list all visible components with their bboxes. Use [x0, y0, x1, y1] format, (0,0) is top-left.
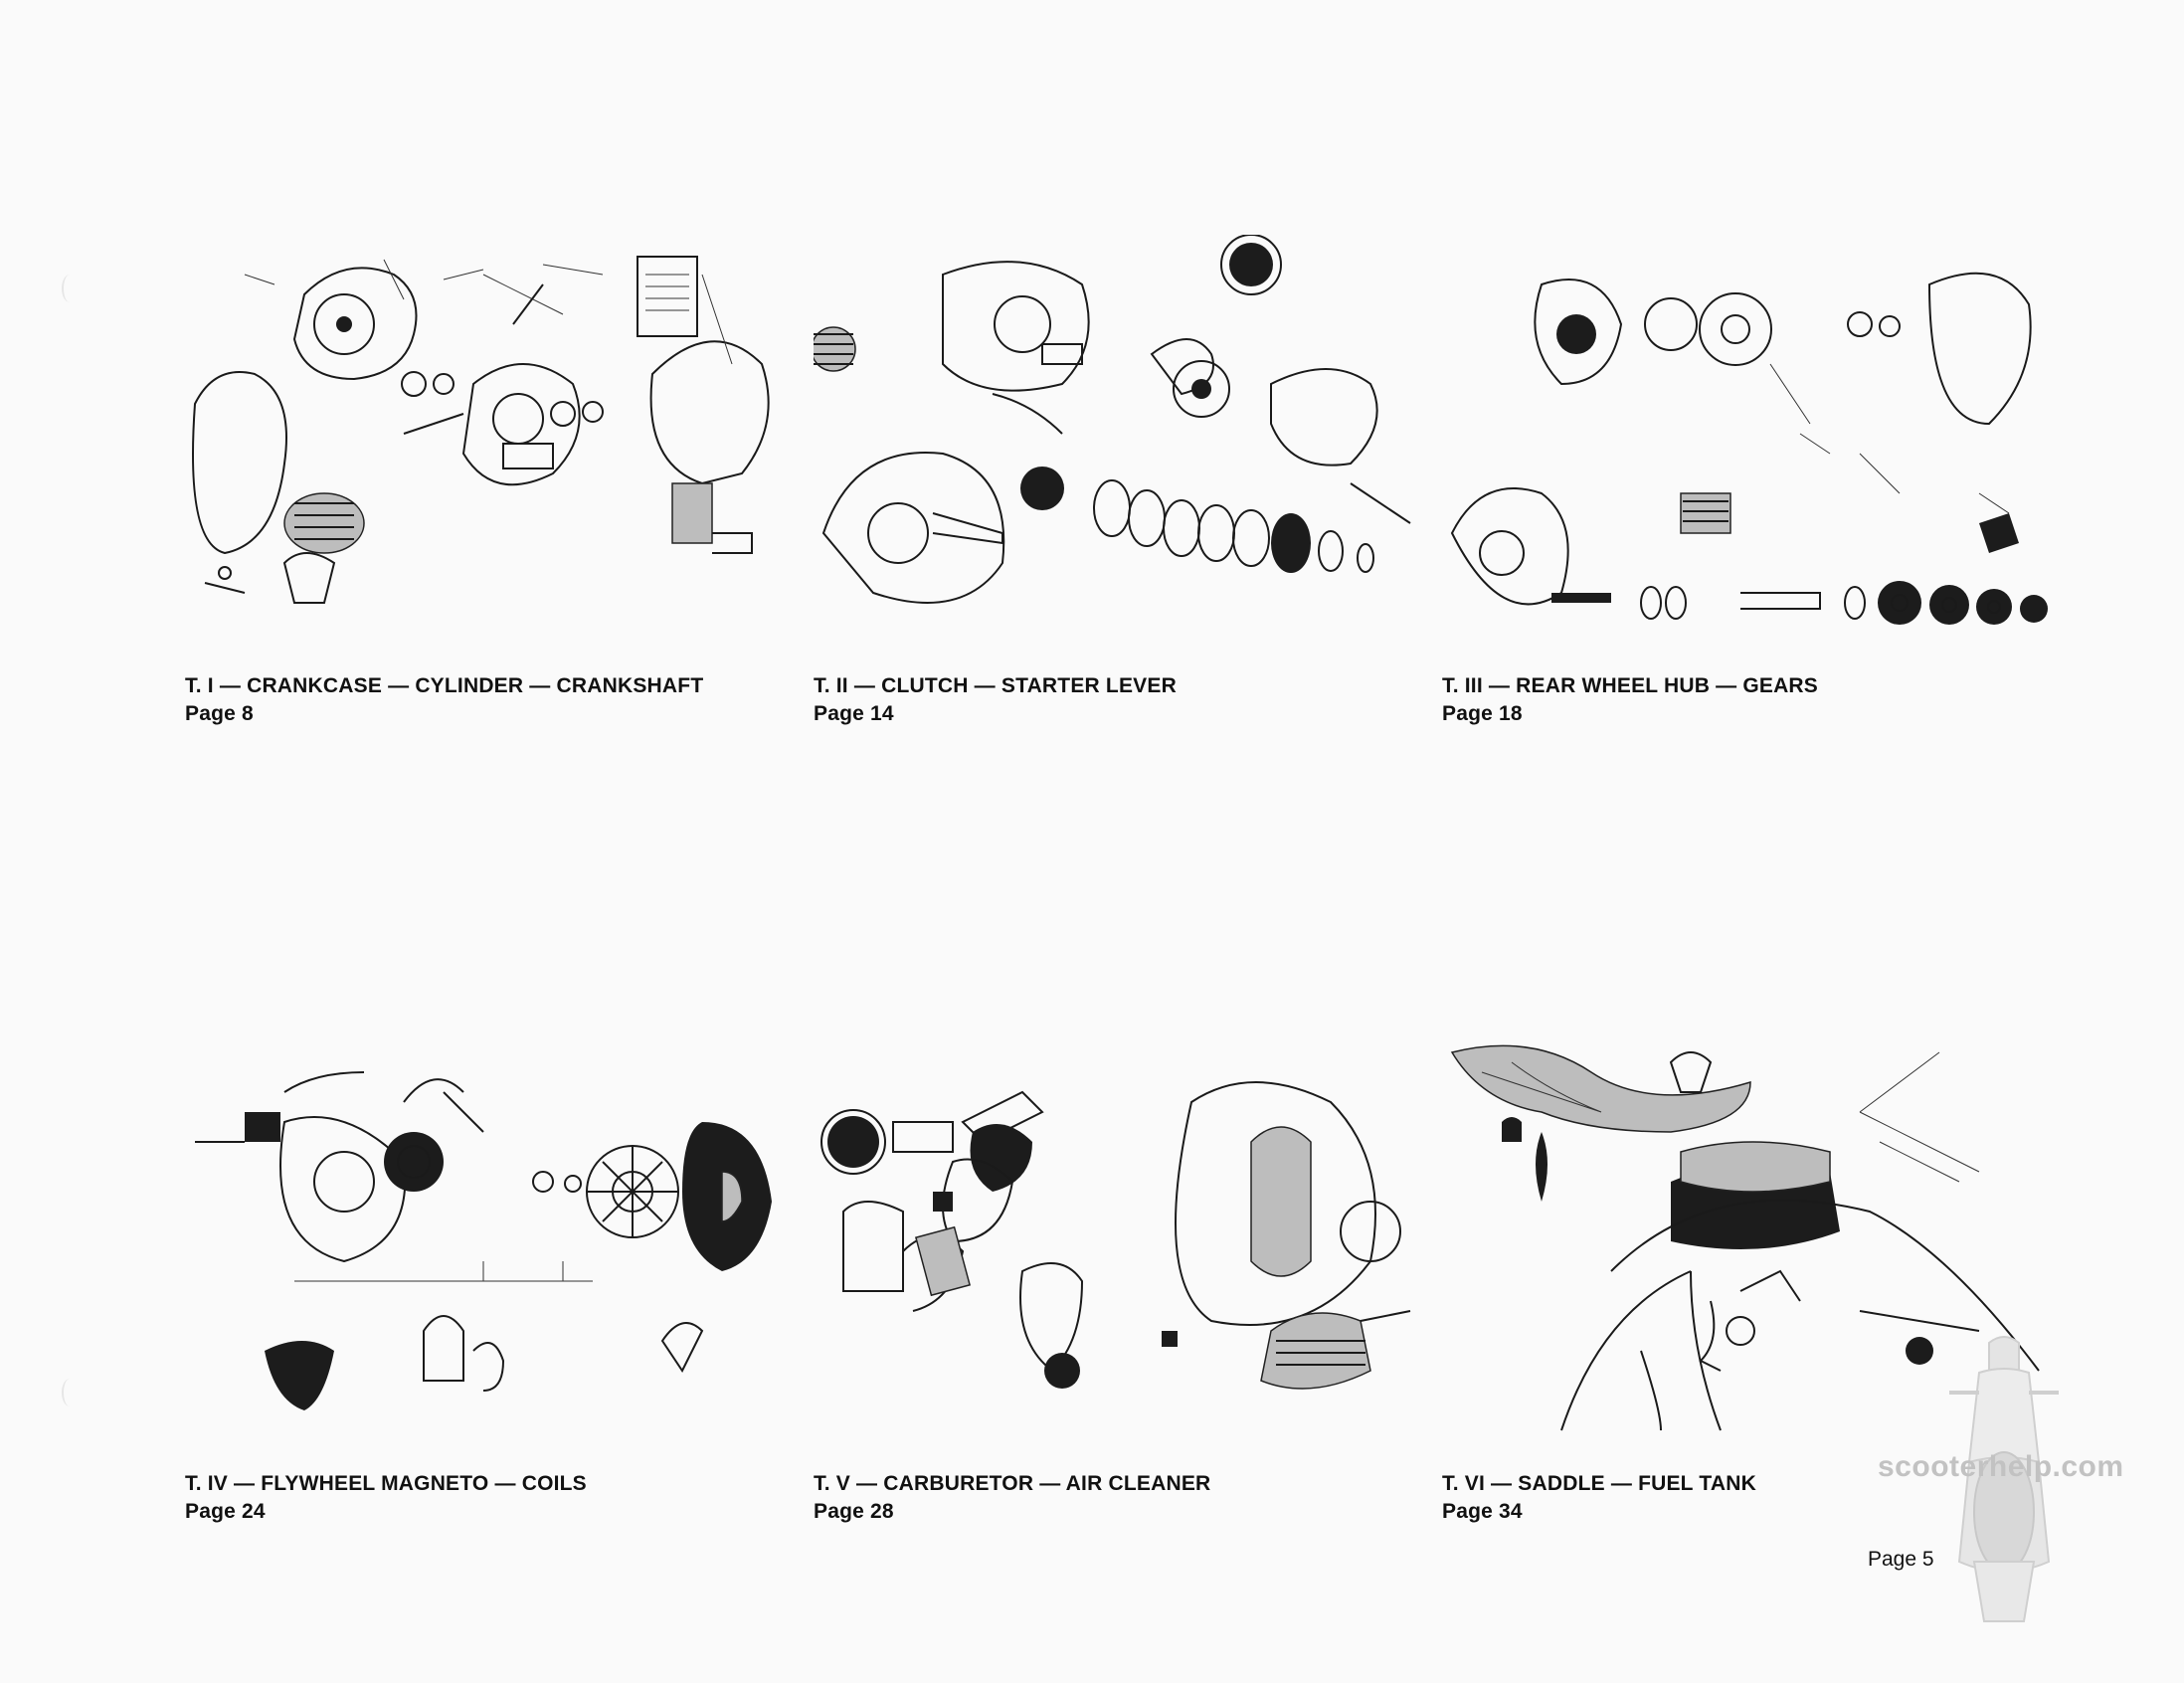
plate-caption: T. V — CARBURETOR — AIR CLEANER Page 28 — [814, 1470, 1450, 1526]
plate-title: T. V — CARBURETOR — AIR CLEANER — [814, 1472, 1211, 1495]
plate-caption: T. I — CRANKCASE — CYLINDER — CRANKSHAFT… — [185, 672, 821, 728]
plate-page-ref: Page 14 — [814, 702, 894, 725]
plate-caption: T. IV — FLYWHEEL MAGNETO — COILS Page 24 — [185, 1470, 821, 1526]
plate-page-ref: Page 18 — [1442, 702, 1523, 725]
plate-saddle-fuel-tank: T. VI — SADDLE — FUEL TANK Page 34 — [1442, 1032, 2049, 1530]
scooter-watermark-icon — [1949, 1336, 2059, 1622]
margin-mark — [62, 275, 78, 302]
plate-title: T. II — CLUTCH — STARTER LEVER — [814, 674, 1177, 697]
flywheel-exploded-drawing — [195, 1071, 772, 1410]
plate-title: T. I — CRANKCASE — CYLINDER — CRANKSHAFT — [185, 674, 704, 697]
plate-carburetor: T. V — CARBURETOR — AIR CLEANER Page 28 — [814, 1032, 1420, 1530]
plate-caption: T. II — CLUTCH — STARTER LEVER Page 14 — [814, 672, 1450, 728]
margin-mark — [62, 1379, 78, 1406]
plate-caption: T. III — REAR WHEEL HUB — GEARS Page 18 — [1442, 672, 2079, 728]
clutch-exploded-drawing — [814, 235, 1411, 604]
saddle-tank-exploded-drawing — [1450, 1044, 2040, 1431]
plate-clutch: T. II — CLUTCH — STARTER LEVER Page 14 — [814, 235, 1420, 732]
carburetor-exploded-drawing — [820, 1081, 1411, 1390]
plate-flywheel-magneto: T. IV — FLYWHEEL MAGNETO — COILS Page 24 — [185, 1032, 792, 1530]
plate-page-ref: Page 24 — [185, 1500, 266, 1523]
plate-title: T. III — REAR WHEEL HUB — GEARS — [1442, 674, 1819, 697]
rear-hub-exploded-drawing — [1450, 272, 2048, 625]
plate-page-ref: Page 8 — [185, 702, 254, 725]
watermark-text: scooterhelp.com — [1878, 1450, 2124, 1483]
page-number: Page 5 — [1868, 1548, 1934, 1571]
plate-page-ref: Page 28 — [814, 1500, 894, 1523]
plate-title: T. VI — SADDLE — FUEL TANK — [1442, 1472, 1756, 1495]
plate-rear-hub: T. III — REAR WHEEL HUB — GEARS Page 18 — [1442, 235, 2049, 732]
plate-page-ref: Page 34 — [1442, 1500, 1523, 1523]
plate-caption: T. VI — SADDLE — FUEL TANK Page 34 — [1442, 1470, 2079, 1526]
plate-crankcase: T. I — CRANKCASE — CYLINDER — CRANKSHAFT… — [185, 235, 792, 732]
plate-title: T. IV — FLYWHEEL MAGNETO — COILS — [185, 1472, 587, 1495]
crankcase-exploded-drawing — [192, 256, 770, 604]
